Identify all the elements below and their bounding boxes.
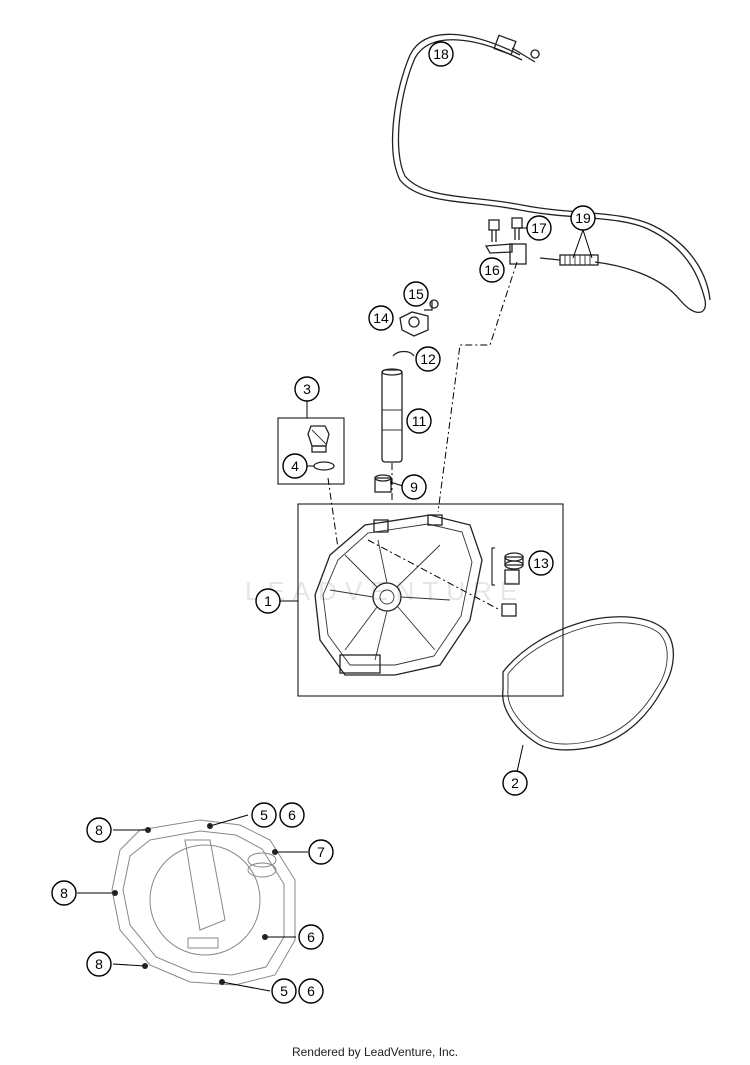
svg-text:15: 15 bbox=[408, 286, 424, 302]
svg-text:4: 4 bbox=[291, 458, 299, 474]
svg-text:8: 8 bbox=[95, 956, 103, 972]
shaft-seals-part bbox=[491, 547, 524, 617]
callout-15: 15 bbox=[403, 281, 429, 307]
footer-credit: Rendered by LeadVenture, Inc. bbox=[291, 1045, 459, 1059]
svg-text:5: 5 bbox=[260, 807, 268, 823]
o-ring-part bbox=[313, 461, 335, 471]
cover-box bbox=[297, 503, 564, 697]
cable-adjuster-part bbox=[539, 254, 599, 266]
callout-18: 18 bbox=[428, 41, 454, 67]
svg-text:11: 11 bbox=[412, 413, 427, 429]
callout-3: 3 bbox=[294, 376, 320, 402]
clutch-cable-part bbox=[391, 33, 711, 314]
svg-text:9: 9 bbox=[410, 479, 418, 495]
cable-clamp-part bbox=[484, 243, 527, 265]
svg-text:1: 1 bbox=[264, 593, 272, 609]
svg-text:8: 8 bbox=[95, 822, 103, 838]
clutch-lever-part bbox=[399, 299, 439, 337]
callout-11: 11 bbox=[406, 408, 432, 434]
svg-text:17: 17 bbox=[531, 220, 547, 236]
svg-text:14: 14 bbox=[373, 310, 389, 326]
callout-14: 14 bbox=[368, 305, 394, 331]
callout-4: 4 bbox=[282, 453, 308, 479]
svg-text:18: 18 bbox=[433, 46, 449, 62]
svg-text:12: 12 bbox=[420, 351, 436, 367]
callout-8b: 8 bbox=[51, 880, 77, 906]
callout-6a: 6 bbox=[279, 802, 305, 828]
callout-13: 13 bbox=[528, 550, 554, 576]
svg-text:6: 6 bbox=[288, 807, 296, 823]
oil-filler-plug-part bbox=[307, 425, 330, 453]
callout-7: 7 bbox=[308, 839, 334, 865]
svg-text:6: 6 bbox=[307, 983, 315, 999]
callout-16: 16 bbox=[479, 257, 505, 283]
needle-bearing-part bbox=[374, 474, 392, 493]
svg-text:6: 6 bbox=[307, 929, 315, 945]
svg-text:19: 19 bbox=[575, 210, 591, 226]
release-shaft-part bbox=[381, 368, 403, 463]
callout-1: 1 bbox=[255, 588, 281, 614]
svg-text:2: 2 bbox=[511, 775, 519, 791]
svg-text:16: 16 bbox=[484, 262, 500, 278]
svg-text:8: 8 bbox=[60, 885, 68, 901]
svg-text:3: 3 bbox=[303, 381, 311, 397]
circlip-part bbox=[392, 350, 415, 357]
svg-text:13: 13 bbox=[533, 555, 549, 571]
callout-6b: 6 bbox=[298, 924, 324, 950]
bottom-leaders bbox=[77, 814, 308, 992]
svg-text:7: 7 bbox=[317, 844, 325, 860]
callout-8c: 8 bbox=[86, 951, 112, 977]
cover-gasket-part bbox=[502, 616, 675, 751]
callout-9: 9 bbox=[401, 474, 427, 500]
callout-5a: 5 bbox=[251, 802, 277, 828]
oil-plug-box bbox=[277, 417, 345, 485]
svg-text:5: 5 bbox=[280, 983, 288, 999]
callout-6c: 6 bbox=[298, 978, 324, 1004]
callout-17: 17 bbox=[526, 215, 552, 241]
callout-12: 12 bbox=[415, 346, 441, 372]
callout-19: 19 bbox=[570, 205, 596, 231]
callout-5b: 5 bbox=[271, 978, 297, 1004]
bolts-part bbox=[488, 217, 523, 242]
clutch-cover-part bbox=[314, 514, 483, 676]
cover-outline-view bbox=[111, 819, 296, 986]
callout-8a: 8 bbox=[86, 817, 112, 843]
callout-2: 2 bbox=[502, 770, 528, 796]
